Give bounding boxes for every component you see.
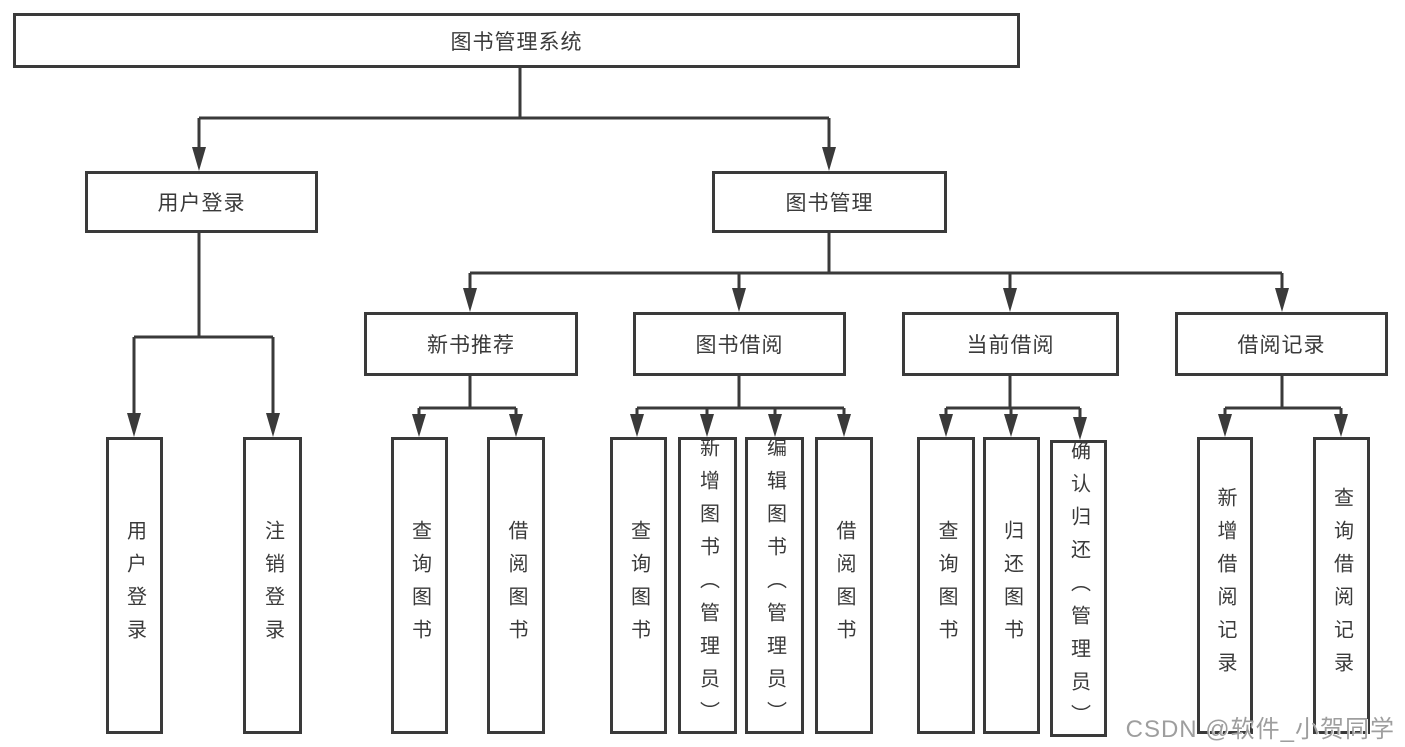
leaf-add-books-admin-label: 新增图书（管理员）: [696, 437, 719, 734]
leaf-query-borrow-record-label: 查询借阅记录: [1330, 486, 1353, 685]
leaf-edit-books-admin: 编辑图书（管理员）: [745, 437, 804, 734]
leaf-query-borrow-record: 查询借阅记录: [1313, 437, 1370, 734]
leaf-add-books-admin: 新增图书（管理员）: [678, 437, 737, 734]
leaf-logout: 注销登录: [243, 437, 302, 734]
node-user-login: 用户登录: [85, 171, 318, 233]
leaf-query-books-current: 查询图书: [917, 437, 975, 734]
leaf-borrow-books-recommend: 借阅图书: [487, 437, 545, 734]
node-borrow-records-label: 借阅记录: [1237, 334, 1326, 357]
leaf-user-login-label: 用户登录: [123, 519, 146, 652]
node-borrow-records: 借阅记录: [1175, 312, 1388, 376]
leaf-edit-books-admin-label: 编辑图书（管理员）: [763, 437, 786, 734]
leaf-return-books: 归还图书: [983, 437, 1040, 734]
node-book-borrow: 图书借阅: [633, 312, 846, 376]
leaf-confirm-return-admin-label: 确认归还（管理员）: [1067, 440, 1090, 737]
leaf-query-books-recommend-label: 查询图书: [408, 519, 431, 652]
node-current-borrow: 当前借阅: [902, 312, 1119, 376]
leaf-add-borrow-record: 新增借阅记录: [1197, 437, 1253, 734]
watermark: CSDN @软件_小贺同学: [1125, 716, 1395, 743]
leaf-borrow-books: 借阅图书: [815, 437, 873, 734]
leaf-add-borrow-record-label: 新增借阅记录: [1214, 486, 1236, 685]
leaf-borrow-books-label: 借阅图书: [833, 519, 855, 652]
node-book-borrow-label: 图书借阅: [695, 334, 784, 357]
node-current-borrow-label: 当前借阅: [966, 334, 1055, 357]
leaf-logout-label: 注销登录: [261, 519, 284, 652]
leaf-query-books-borrow: 查询图书: [610, 437, 667, 734]
leaf-confirm-return-admin: 确认归还（管理员）: [1050, 440, 1107, 737]
node-user-login-label: 用户登录: [157, 192, 246, 215]
leaf-query-books-recommend: 查询图书: [391, 437, 448, 734]
node-new-book-recommend-label: 新书推荐: [427, 334, 515, 357]
leaf-user-login: 用户登录: [106, 437, 163, 734]
leaf-query-books-current-label: 查询图书: [935, 519, 957, 652]
leaf-borrow-books-recommend-label: 借阅图书: [505, 519, 527, 652]
leaf-return-books-label: 归还图书: [1000, 519, 1023, 652]
node-new-book-recommend: 新书推荐: [364, 312, 578, 376]
node-book-management: 图书管理: [712, 171, 947, 233]
node-root: 图书管理系统: [13, 13, 1020, 68]
node-root-label: 图书管理系统: [450, 30, 583, 54]
node-book-management-label: 图书管理: [785, 192, 874, 215]
leaf-query-books-borrow-label: 查询图书: [627, 519, 650, 652]
